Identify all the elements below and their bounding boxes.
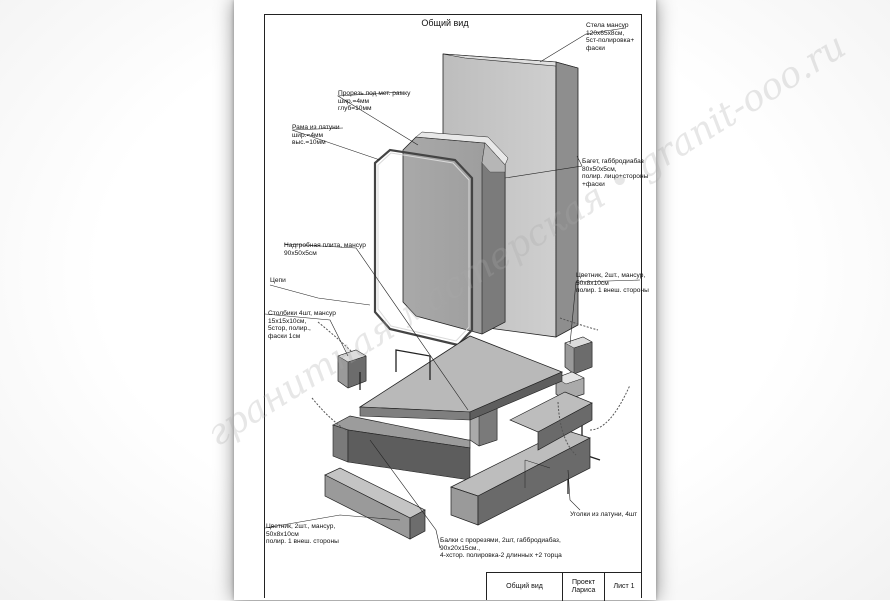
drawing-title: Общий вид bbox=[421, 18, 469, 28]
flowerbed-left bbox=[324, 467, 426, 540]
callout-beams: Балки с прорезями, 2шт, габбродиабаз, 90… bbox=[440, 537, 562, 560]
callout-chains: Цепи bbox=[270, 277, 286, 284]
tombstone-slab bbox=[358, 335, 564, 421]
beam-right bbox=[450, 429, 591, 526]
post-left bbox=[337, 349, 367, 389]
leader-lines bbox=[264, 27, 641, 549]
title-block-project: Проект Лариса bbox=[563, 573, 605, 601]
callout-slot: Прорезь под мет. рамку шир.=4мм глуб=10м… bbox=[338, 90, 411, 113]
callout-posts: Столбики 4шт, мансур 15х15х10см, 5стор, … bbox=[268, 310, 336, 340]
callout-stela: Стела мансур 120х65х8см, 5ст-полировка+ … bbox=[586, 22, 635, 52]
callout-frame: Рама из латуни шир.=4мм выс.=10мм bbox=[292, 124, 340, 147]
brass-frame bbox=[373, 148, 474, 347]
baget bbox=[402, 131, 509, 335]
callout-baget: Багет, габбродиабаз 80х50х5см, полир. ли… bbox=[582, 158, 649, 188]
callout-corners: Уголки из латуни, 4шт bbox=[570, 511, 638, 518]
callout-slab: Надгробная плита, мансур 90х50х5см bbox=[284, 242, 366, 257]
beam-back bbox=[332, 415, 471, 481]
title-block-name: Общий вид bbox=[487, 573, 563, 601]
callout-flowerbed-right: Цветник, 2шт., мансур, 50х8х10см полир. … bbox=[576, 272, 649, 295]
title-block: Общий вид Проект Лариса Лист 1 bbox=[486, 572, 642, 601]
post-right bbox=[564, 336, 593, 375]
drawing-frame bbox=[264, 14, 642, 598]
chains bbox=[311, 317, 631, 456]
beam-middle bbox=[509, 391, 593, 451]
title-block-sheet: Лист 1 bbox=[613, 583, 635, 590]
callout-flowerbed-left: Цветник, 2шт., мансур, 50х8х10см полир. … bbox=[266, 523, 339, 546]
